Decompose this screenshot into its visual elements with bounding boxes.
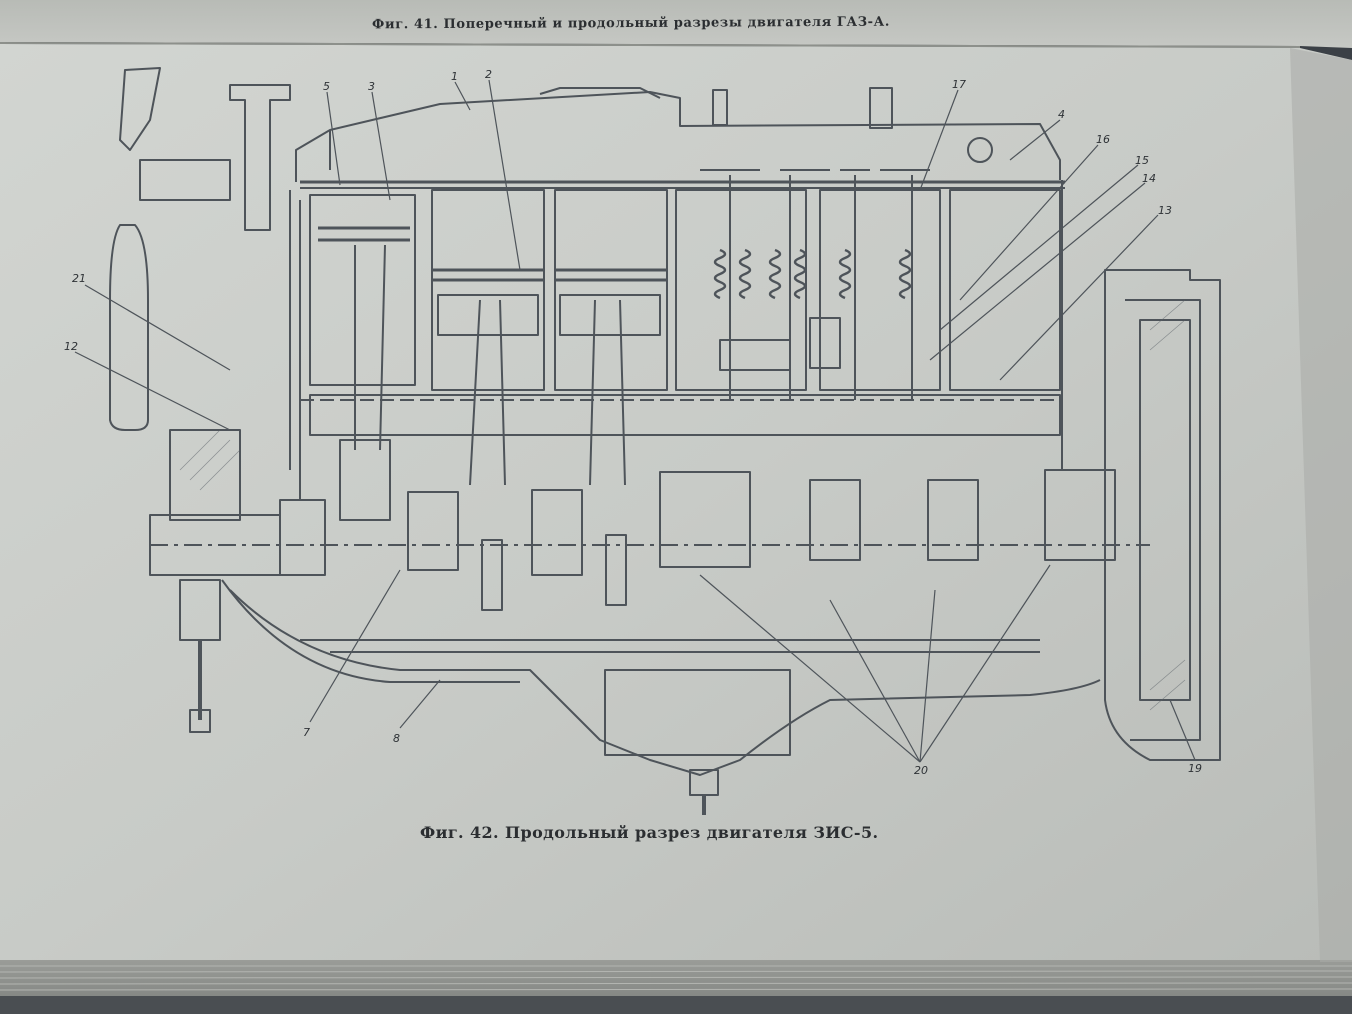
figure-caption: Фиг. 42. Продольный разрез двигателя ЗИС… [420, 823, 879, 842]
main-page [0, 44, 1352, 964]
callout-14: 14 [1142, 172, 1156, 185]
callout-13: 13 [1158, 204, 1172, 217]
callout-15: 15 [1135, 154, 1149, 167]
upper-page [0, 0, 1352, 48]
callout-1: 1 [451, 70, 458, 83]
callout-16: 16 [1096, 133, 1110, 146]
callout-5: 5 [323, 80, 330, 93]
callout-19: 19 [1188, 762, 1202, 775]
callout-8: 8 [393, 732, 400, 745]
top-page-caption: Фиг. 41. Поперечный и продольный разрезы… [371, 14, 891, 33]
callout-2: 2 [485, 68, 492, 81]
engine-section-drawing [74, 67, 1221, 815]
callout-21: 21 [72, 272, 86, 285]
callout-7: 7 [303, 726, 310, 739]
callout-12: 12 [64, 340, 78, 353]
callout-17: 17 [952, 78, 966, 91]
callout-20: 20 [914, 764, 928, 777]
callout-3: 3 [368, 80, 375, 93]
callout-4: 4 [1058, 108, 1065, 121]
